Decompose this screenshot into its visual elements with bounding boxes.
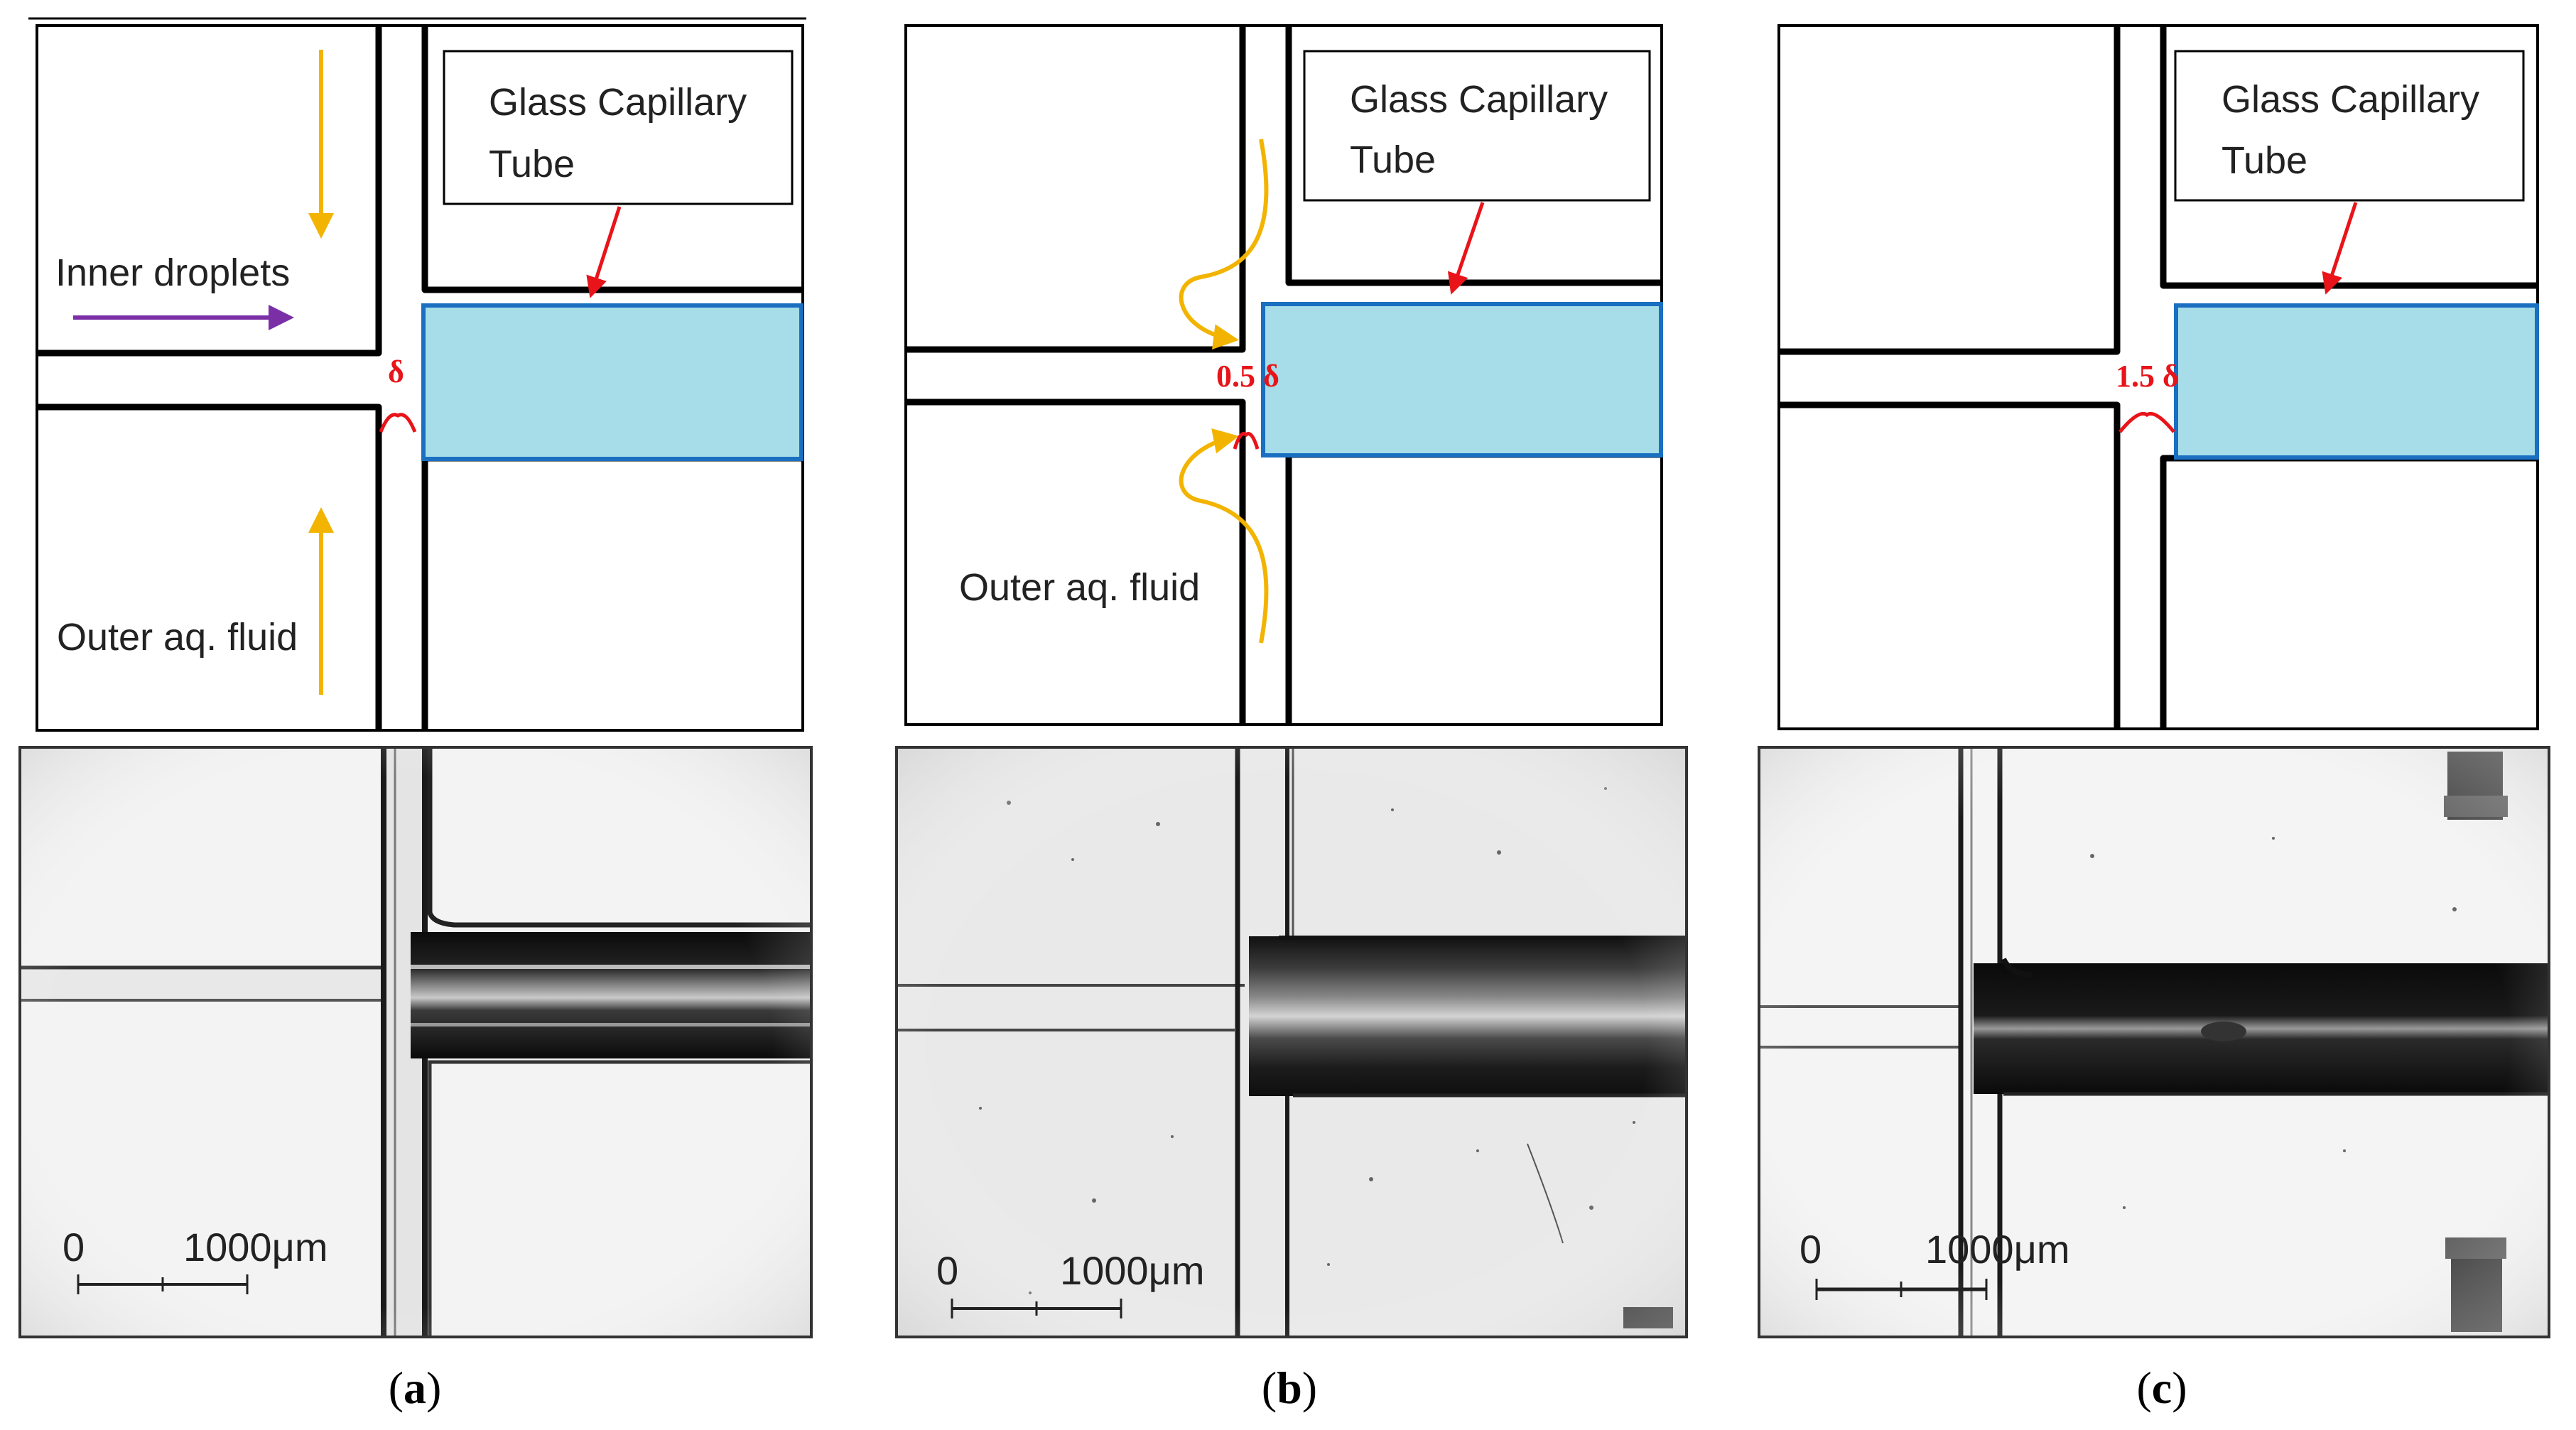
capillary-pointer-arrow	[2322, 202, 2358, 295]
channel-wall	[906, 26, 1246, 353]
caption-letter: c	[2152, 1363, 2172, 1413]
capillary-tube	[421, 303, 803, 461]
panel-b-schematic: Glass Capillary Tube Outer aq. fluid 0.5…	[904, 24, 1663, 726]
capillary-label-box	[443, 50, 794, 205]
channel-wall	[421, 26, 803, 293]
capillary-label-line2: Tube	[489, 143, 575, 185]
scale-bar-label: 1000μm	[1060, 1248, 1205, 1293]
caption-c: (c)	[2136, 1363, 2187, 1413]
gap-brace	[1233, 432, 1260, 450]
scale-bar-label: 1000μm	[1925, 1227, 2070, 1272]
panel-c-schematic: Glass Capillary Tube 1.5 δ	[1777, 24, 2539, 730]
channel-wall	[1285, 26, 1662, 286]
micrograph-frame	[1758, 746, 2550, 1338]
panel-b-micrograph: 0 1000μm	[895, 746, 1688, 1338]
outer-fluid-arrow-curve-top	[1179, 139, 1269, 350]
micrograph-frame	[895, 746, 1688, 1338]
caption-c-text: (c)	[2136, 1363, 2187, 1413]
capillary-label-line2: Tube	[2221, 139, 2307, 182]
gap-delta-label: δ	[388, 354, 404, 389]
channel-wall	[1779, 26, 2121, 355]
channel-wall	[37, 26, 382, 357]
capillary-label-box	[2174, 50, 2525, 202]
outer-fluid-label: Outer aq. fluid	[57, 616, 298, 659]
caption-letter: a	[404, 1363, 426, 1413]
channel-wall	[1779, 401, 2121, 729]
capillary-label-line1: Glass Capillary	[2221, 78, 2479, 121]
panel-c-micrograph: 0 1000μm	[1758, 746, 2550, 1338]
micrograph-frame	[18, 746, 813, 1338]
caption-b-text: (b)	[1262, 1363, 1317, 1413]
scale-zero-label: 0	[63, 1225, 85, 1269]
caption-letter: b	[1277, 1363, 1302, 1413]
channel-wall	[906, 399, 1246, 725]
gap-brace	[379, 413, 417, 433]
vignette	[20, 747, 811, 1337]
gap-delta-label: 0.5 δ	[1216, 359, 1279, 394]
channel-wall	[2160, 26, 2538, 289]
gap-delta-label: 1.5 δ	[2116, 359, 2179, 394]
vignette	[1759, 747, 2549, 1337]
capillary-label-box	[1303, 50, 1651, 202]
channel-wall	[37, 403, 382, 730]
caption-a-text: (a)	[389, 1363, 442, 1413]
capillary-tube	[2174, 303, 2539, 460]
scale-zero-label: 0	[936, 1248, 958, 1293]
vignette	[897, 747, 1687, 1337]
scale-zero-label: 0	[1800, 1227, 1822, 1272]
capillary-tube	[1261, 302, 1663, 457]
capillary-label-line1: Glass Capillary	[1350, 78, 1608, 121]
inner-droplets-label: Inner droplets	[55, 251, 290, 294]
capillary-label-line1: Glass Capillary	[489, 81, 747, 124]
panel-a-schematic: Glass Capillary Tube Inner droplets Oute…	[36, 24, 804, 732]
caption-a: (a)	[389, 1363, 442, 1413]
panel-a-micrograph: 0 1000μm	[18, 746, 813, 1338]
scale-bar-label: 1000μm	[183, 1225, 328, 1269]
outer-fluid-arrow-curve-bottom	[1179, 428, 1269, 644]
capillary-pointer-arrow	[1447, 202, 1485, 295]
capillary-pointer-arrow	[586, 206, 622, 298]
caption-b: (b)	[1262, 1363, 1317, 1413]
capillary-label-line2: Tube	[1350, 139, 1436, 181]
gap-brace	[2118, 412, 2175, 433]
outer-fluid-label: Outer aq. fluid	[959, 566, 1200, 609]
